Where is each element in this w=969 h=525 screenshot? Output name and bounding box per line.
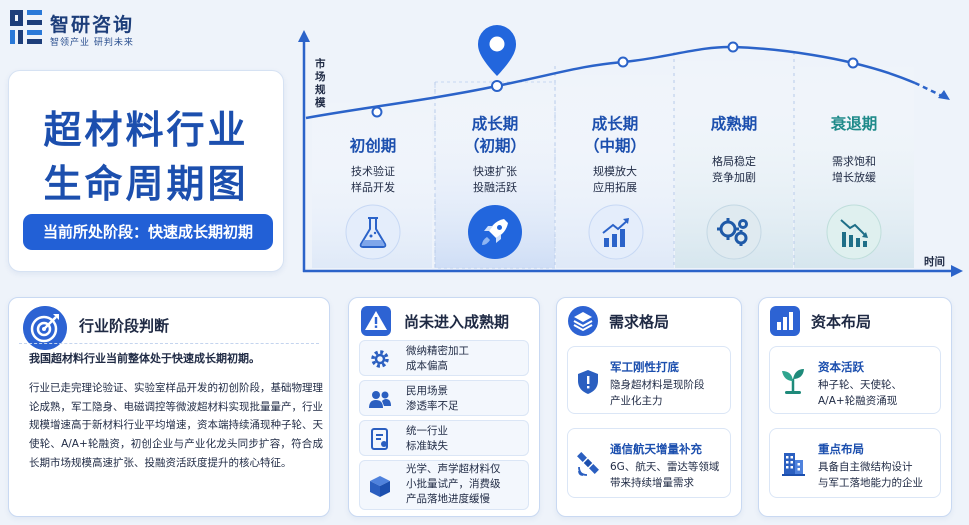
phase-title: 成熟期 [710,115,758,133]
document-icon [371,428,388,450]
curve-arrow-icon [938,90,950,100]
logo-slogan: 智领产业 研判未来 [50,38,134,48]
title-card: 超材料行业 生命周期图 当前所处阶段：快速成长期初期 [8,70,284,272]
growth-chart-icon [588,204,644,260]
x-axis-label: 时间 [924,256,945,268]
warning-icon [361,306,391,336]
satellite-icon [577,452,599,476]
item-text: 光学、声学超材料仅 [406,463,501,475]
capital-item-title: 重点布局 [818,442,864,456]
capital-item-text: 具备自主微结构设计 [818,461,913,473]
phase-node [727,41,739,53]
phase-desc: 格局稳定 [712,155,756,168]
judgement-lead: 我国超材料行业当前整体处于快速成长期初期。 [29,352,260,365]
gear-icon [371,350,389,368]
list-item: 微纳精密加工 成本偏高 [359,340,529,376]
demand-card: 需求格局 军工刚性打底 隐身超材料是现阶段 产业化主力 通信航天增量补充 6G、… [556,297,742,517]
layers-icon [568,306,598,336]
card-title: 需求格局 [609,313,670,331]
bar-chart-icon [770,306,800,336]
demand-item-title: 军工刚性打底 [610,360,679,374]
demand-item: 通信航天增量补充 6G、航天、雷达等领域 带来持续增量需求 [567,428,731,498]
capital-item: 资本活跃 种子轮、天使轮、 A/A+轮融资涌现 [769,346,941,414]
phase-node [617,56,629,68]
card-title: 行业阶段判断 [79,317,170,335]
phase-node [371,106,383,118]
logo: 智研咨询 智领产业 研判未来 [10,8,160,50]
card-title: 资本布局 [811,313,872,331]
phase-desc: 应用拓展 [593,181,637,194]
gears-icon [706,204,762,260]
phase-desc: 技术验证 [351,165,395,178]
phase-title: 衰退期 [830,115,878,133]
item-text: 民用场景 [406,385,448,397]
sprout-icon [782,369,804,394]
page-title-line2: 生命周期图 [43,162,249,206]
rocket-icon [468,205,522,259]
item-text: 标准缺失 [406,440,448,452]
phase-desc: 样品开发 [351,181,395,194]
current-position-pin-icon [478,25,516,76]
demand-item: 军工刚性打底 隐身超材料是现阶段 产业化主力 [567,346,731,414]
phase-desc: 增长放缓 [832,171,876,184]
y-axis-label: 市场规模 [315,58,326,109]
demand-item-text: 产业化主力 [610,395,663,407]
phase-mature: 成熟期 格局稳定 竞争加剧 [675,78,793,273]
flask-icon [345,204,401,260]
cube-icon [370,476,390,497]
list-item: 光学、声学超材料仅 小批量试产，消费级 产品落地进度缓慢 [359,460,529,510]
phase-node [491,80,503,92]
target-icon [23,306,67,350]
phase-desc: 投融活跃 [473,181,517,194]
phase-desc: 规模放大 [593,165,637,178]
demand-item-text: 带来持续增量需求 [610,477,694,489]
phase-title: 成长期 [591,115,639,133]
y-axis-arrow-icon [298,30,310,42]
page-title-line1: 超材料行业 [43,108,249,152]
phase-node [847,57,859,69]
item-text: 微纳精密加工 [406,345,469,357]
item-text: 成本偏高 [406,360,448,372]
phase-subtitle: （中期） [583,137,646,155]
shield-icon [578,370,598,394]
capital-item-text: 种子轮、天使轮、 [818,379,902,391]
item-text: 小批量试产，消费级 [406,478,501,490]
capital-item-title: 资本活跃 [818,360,864,374]
phase-decline: 衰退期 需求饱和 增长放缓 [794,78,914,273]
decline-chart-icon [826,204,882,260]
demand-item-text: 隐身超材料是现阶段 [610,379,705,391]
phase-growth-mid: 成长期 （中期） 规模放大 应用拓展 [556,78,674,273]
item-text: 产品落地进度缓慢 [406,493,490,505]
capital-item: 重点布局 具备自主微结构设计 与军工落地能力的企业 [769,428,941,498]
list-item: 统一行业 标准缺失 [359,420,529,456]
phase-subtitle: （初期） [463,137,526,155]
users-icon [369,391,391,408]
capital-card: 资本布局 资本活跃 种子轮、天使轮、 A/A+轮融资涌现 重点布局 具备自主微结… [758,297,952,517]
lifecycle-diagram [298,25,963,277]
phase-desc: 需求饱和 [832,155,876,168]
not-mature-card: 尚未进入成熟期 微纳精密加工 成本偏高 民用场景 渗透率不足 统一行业 标准缺失 [348,297,540,517]
current-stage-badge: 当前所处阶段：快速成长期初期 [23,214,273,250]
card-title: 尚未进入成熟期 [404,313,510,331]
phase-title: 成长期 [471,115,519,133]
phase-desc: 快速扩张 [473,165,517,178]
phase-title: 初创期 [349,137,397,155]
phase-startup: 初创期 技术验证 样品开发 [313,78,433,273]
list-item: 民用场景 渗透率不足 [359,380,529,416]
phase-growth-early: 成长期 （初期） 快速扩张 投融活跃 [435,78,555,273]
demand-item-text: 6G、航天、雷达等领域 [610,461,720,473]
stage-judgement-card: 行业阶段判断 我国超材料行业当前整体处于快速成长期初期。 行业已走完理论验证、实… [8,297,330,517]
item-text: 渗透率不足 [406,400,459,412]
capital-item-text: A/A+轮融资涌现 [818,395,898,407]
logo-name: 智研咨询 [50,14,135,36]
x-axis-arrow-icon [951,265,963,277]
demand-item-title: 通信航天增量补充 [610,442,702,456]
capital-item-text: 与军工落地能力的企业 [818,477,923,489]
logo-mark-icon [10,10,42,44]
building-icon [782,453,805,476]
phase-desc: 竞争加剧 [712,171,756,184]
judgement-body: 行业已走完理论验证、实验室样品开发的初创阶段，基础物理理论成熟，军工隐身、电磁调… [29,382,323,469]
item-text: 统一行业 [406,425,448,437]
divider [19,343,319,344]
